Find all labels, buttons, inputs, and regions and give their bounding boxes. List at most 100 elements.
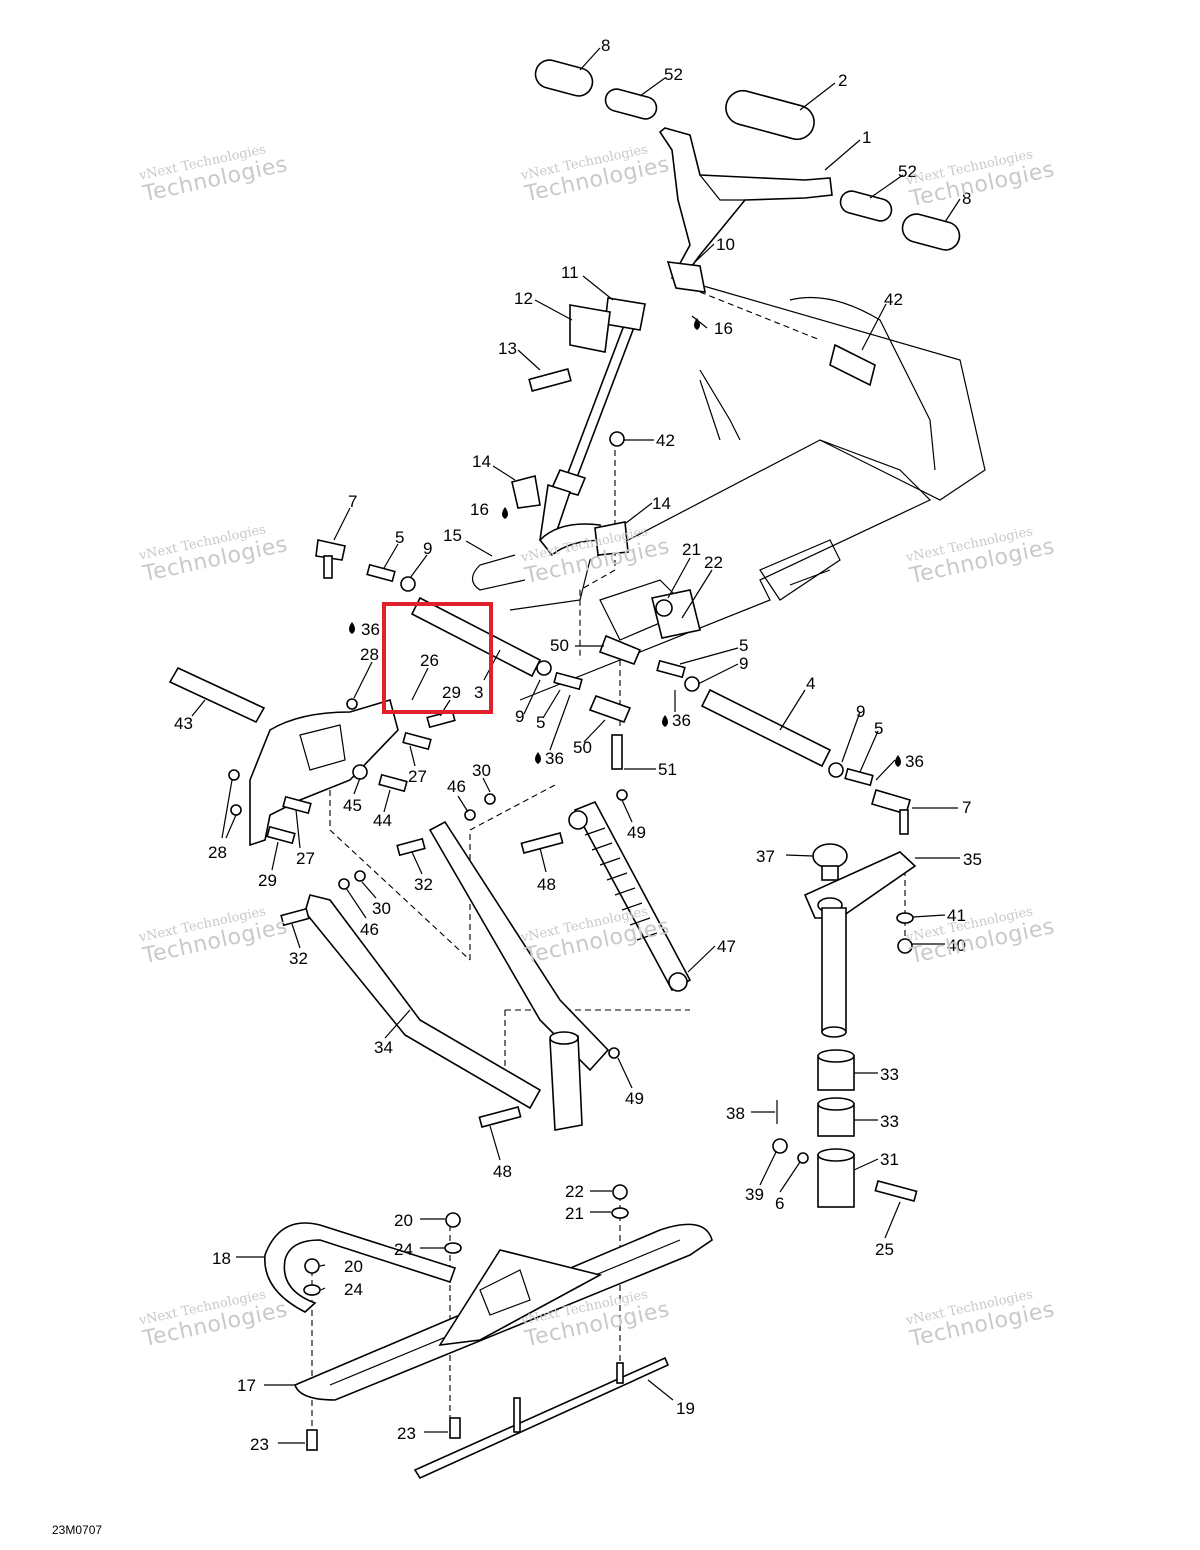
callout-labels: 8 52 2 1 52 8 10 11 12 16 42 13 42 14 16… (174, 36, 982, 1454)
callout-48: 48 (537, 875, 556, 894)
grip-insert-52-top (604, 88, 658, 120)
callout-52: 52 (664, 65, 683, 84)
bushing-33-lower (817, 1097, 855, 1137)
washers-40-41 (896, 912, 914, 954)
callout-36: 36 (672, 711, 691, 730)
bracket-12 (569, 304, 611, 353)
handlebar (658, 127, 833, 284)
callout-45: 45 (343, 796, 362, 815)
callout-2: 2 (838, 71, 847, 90)
callout-49: 49 (627, 823, 646, 842)
callout-11: 11 (561, 263, 579, 282)
callout-8: 8 (601, 36, 610, 55)
callout-49: 49 (625, 1089, 644, 1108)
callout-26: 26 (420, 651, 439, 670)
carbide-runner-19 (413, 1356, 670, 1480)
callout-5: 5 (739, 636, 748, 655)
bolt-25 (874, 1180, 918, 1202)
shock-absorber-47 (568, 800, 692, 992)
callout-5: 5 (536, 713, 545, 732)
callout-42: 42 (656, 431, 675, 450)
clamp-11 (604, 297, 646, 331)
callout-33: 33 (880, 1112, 899, 1131)
callout-9: 9 (739, 654, 748, 673)
callout-9: 9 (856, 702, 865, 721)
callout-13: 13 (498, 339, 517, 358)
callout-28: 28 (360, 645, 379, 664)
drawing-code: 23M0707 (52, 1523, 103, 1537)
callout-42: 42 (884, 290, 903, 309)
spring-5-right (844, 767, 874, 787)
spring-5-mid (553, 659, 686, 691)
leader-lines (191, 47, 961, 1444)
callout-21: 21 (682, 540, 701, 559)
callout-19: 19 (676, 1399, 695, 1418)
spindle-tube (821, 907, 847, 1038)
callout-40: 40 (947, 936, 966, 955)
callout-7: 7 (962, 798, 971, 817)
callout-35: 35 (963, 850, 982, 869)
upper-arm (428, 820, 610, 1072)
steering-column (538, 319, 638, 557)
callout-29: 29 (258, 871, 277, 890)
callout-48: 48 (493, 1162, 512, 1181)
callout-29: 29 (442, 683, 461, 702)
nut-9-left (400, 576, 416, 592)
tie-rod-end-7-right (871, 789, 911, 835)
callout-20: 20 (344, 1257, 363, 1276)
callout-22: 22 (565, 1182, 584, 1201)
callout-41: 41 (947, 906, 966, 925)
callout-6: 6 (775, 1194, 784, 1213)
callout-34: 34 (374, 1038, 393, 1057)
callout-30: 30 (372, 899, 391, 918)
knob-37 (812, 843, 848, 881)
grip-8-right (901, 213, 961, 251)
tie-rod-end-50-lower (588, 694, 632, 724)
ski-leg-bracket (249, 698, 399, 847)
callout-50: 50 (573, 738, 592, 757)
callout-31: 31 (880, 1150, 899, 1169)
nut-9-right (828, 762, 844, 778)
tube-4 (700, 688, 832, 768)
nut-42-top (609, 431, 625, 447)
callout-16: 16 (470, 500, 489, 519)
callout-3: 3 (474, 683, 483, 702)
ski-17 (294, 1223, 713, 1401)
callout-32: 32 (289, 949, 308, 968)
callout-28: 28 (208, 843, 227, 862)
bolt-51 (611, 734, 623, 770)
bracket-42 (829, 343, 876, 387)
bracket-14-upper (511, 475, 541, 509)
grip-8-top (534, 59, 594, 97)
bushing-33-upper (817, 1049, 855, 1091)
callout-36: 36 (545, 749, 564, 768)
callout-38: 38 (726, 1104, 745, 1123)
callout-16: 16 (714, 319, 733, 338)
callout-46: 46 (360, 920, 379, 939)
callout-8: 8 (962, 189, 971, 208)
callout-22: 22 (704, 553, 723, 572)
callout-52: 52 (898, 162, 917, 181)
callout-27: 27 (408, 767, 427, 786)
callout-14: 14 (652, 494, 671, 513)
ski-handle-18 (264, 1222, 457, 1313)
callout-39: 39 (745, 1185, 764, 1204)
callout-36: 36 (905, 752, 924, 771)
callout-14: 14 (472, 452, 491, 471)
bracket-14-lower (594, 521, 629, 556)
callout-51: 51 (658, 760, 677, 779)
callout-12: 12 (514, 289, 533, 308)
clamp-10 (666, 261, 706, 293)
callout-24: 24 (394, 1240, 413, 1259)
callout-36: 36 (361, 620, 380, 639)
grip-2 (725, 89, 815, 141)
callout-21: 21 (565, 1204, 584, 1223)
callout-44: 44 (373, 811, 392, 830)
callout-20: 20 (394, 1211, 413, 1230)
bushing-21-22 (651, 589, 701, 639)
tie-rod-end-7-left (315, 539, 346, 579)
callout-33: 33 (880, 1065, 899, 1084)
callout-10: 10 (716, 235, 735, 254)
oil-drop-icon (349, 318, 901, 767)
